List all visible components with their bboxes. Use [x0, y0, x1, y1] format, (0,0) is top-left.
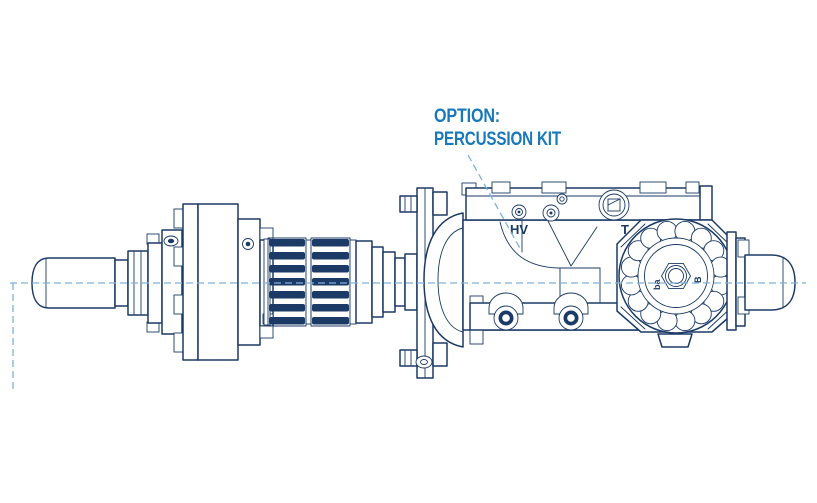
spline-rib — [269, 304, 305, 312]
hv-port — [511, 204, 527, 220]
annotation-label: OPTION: PERCUSSION KIT — [434, 106, 562, 150]
spline-rib — [312, 252, 349, 260]
spline-rib — [269, 291, 305, 299]
t-port — [598, 189, 630, 221]
t-port-label: T — [621, 222, 629, 237]
spline-rib — [312, 265, 349, 273]
gearbox-housing — [127, 203, 274, 361]
flange-bolt-ring — [620, 220, 732, 332]
bolt-flange: ba B — [616, 218, 737, 348]
spline-rib — [269, 252, 305, 260]
rear-plates — [726, 231, 750, 331]
mounting-bolt-bottom — [399, 349, 433, 369]
body-top-rail — [461, 181, 713, 221]
annotation-leader-line — [467, 154, 522, 251]
spline-rib — [269, 239, 305, 247]
bell-housing — [423, 212, 464, 348]
mount-tab-bottom — [432, 342, 448, 367]
flange-bottom-tab — [657, 333, 693, 348]
spline-coupling — [263, 237, 357, 327]
spline-rib — [269, 265, 305, 273]
mount-tab-top — [432, 191, 448, 216]
adapter-steps — [355, 240, 418, 324]
spline-rib — [312, 239, 349, 247]
gearbox-flange — [182, 203, 239, 361]
side-bolt-left — [488, 292, 524, 331]
spline-rib — [312, 317, 349, 325]
spline-rib — [312, 278, 349, 286]
mounting-bolt-top — [399, 195, 418, 213]
hv-port-label: HV — [510, 222, 528, 237]
spline-rib — [312, 304, 349, 312]
center-hex-boss — [660, 262, 692, 290]
annotation-line-2: PERCUSSION KIT — [434, 129, 561, 150]
grease-ports — [542, 193, 568, 222]
flange-label-right: B — [693, 276, 703, 283]
spline-rib — [312, 291, 349, 299]
side-bolt-right — [553, 292, 589, 331]
flange-label-left: ba — [652, 279, 662, 290]
spline-rib — [269, 317, 305, 325]
spline-rib — [269, 278, 305, 286]
annotation-line-1: OPTION: — [434, 106, 500, 127]
